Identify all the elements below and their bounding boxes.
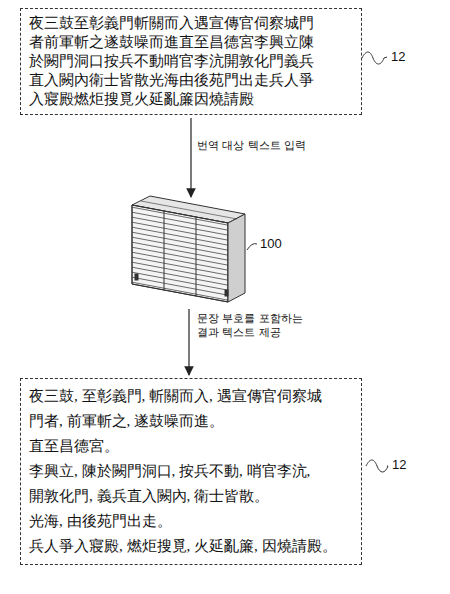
text-block: 光海, 由後苑門出走。: [29, 509, 357, 534]
server-rack: [132, 196, 245, 302]
result-text-box: 夜三鼓, 至彰義門, 斬關而入, 遇宣傳官伺察城 門者, 前軍斬之, 遂鼓噪而進…: [20, 378, 362, 565]
callout-number: 12: [391, 49, 405, 64]
flow-arrow: [190, 118, 191, 197]
text-block: 直至昌德宮。: [29, 434, 357, 459]
text-block: 夜三鼓, 至彰義門, 斬關而入, 遇宣傳官伺察城 門者, 前軍斬之, 遂鼓噪而進…: [29, 384, 357, 434]
edge-label: 번역 대상 텍스트 입력: [197, 139, 347, 153]
callout-leader: [362, 52, 387, 64]
text-block: 李興立, 陳於闕門洞口, 按兵不動, 哨官李沆, 開敦化門, 義兵直入闕內, 衛…: [29, 459, 357, 509]
server: 100: [130, 200, 248, 306]
callout-leader: [366, 460, 388, 472]
input-text-box: 夜三鼓至彰義門斬關而入遇宣傳官伺察城門 者前軍斬之遂鼓噪而進直至昌德宮李興立陳 …: [20, 8, 362, 115]
flow-arrow: [188, 309, 189, 375]
callout-leader: [247, 244, 257, 250]
callout-number: 12: [392, 457, 406, 472]
text-block: 夜三鼓至彰義門斬關而入遇宣傳官伺察城門 者前軍斬之遂鼓噪而進直至昌德宮李興立陳 …: [29, 14, 339, 109]
callout-number: 100: [260, 236, 282, 251]
edge-label: 문장 부호를 포함하는 결과 텍스트 제공: [197, 312, 311, 340]
text-block: 兵人爭入寢殿, 燃炬搜覓, 火延亂簾, 因燒請殿。: [29, 534, 357, 559]
